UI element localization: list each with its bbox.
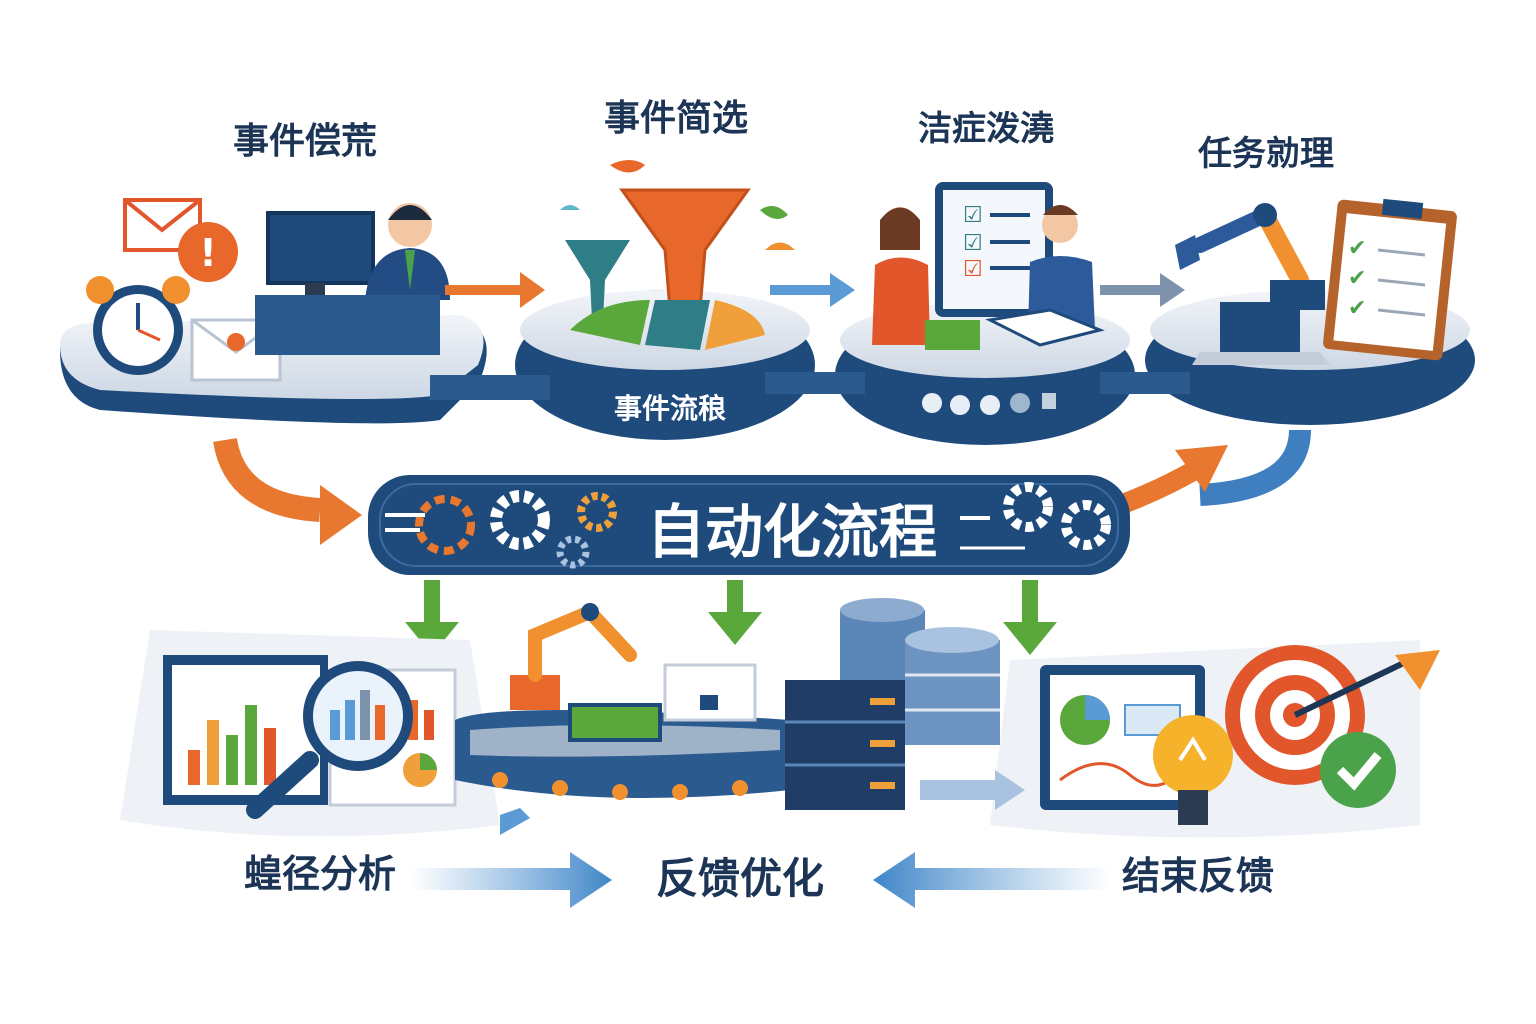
support-agent-icon: [365, 203, 450, 300]
desk: [255, 295, 440, 355]
server-icon: [785, 680, 905, 810]
status-icons: [922, 393, 1056, 415]
gear-icon: [385, 495, 475, 555]
curved-arrow-to-banner: [213, 437, 321, 522]
funnel-output-segments: [570, 300, 765, 350]
svg-text:☑: ☑: [963, 257, 983, 282]
stage-label-event-capture: 事件偿荒: [233, 121, 377, 162]
database-icon: [840, 598, 1000, 745]
arrow-right: [770, 273, 855, 307]
banner-title: 自动化流程: [647, 498, 937, 566]
curved-arrow-return: [1199, 429, 1311, 506]
arrow-right: [445, 272, 545, 308]
down-arrow: [708, 580, 762, 645]
arrow-left: [873, 852, 1110, 908]
arrow-right: [920, 770, 1025, 810]
down-arrow: [405, 580, 459, 655]
svg-text:✔: ✔: [1348, 236, 1366, 261]
arrow-head: [320, 485, 362, 545]
stage-label-task-processing: 任务勍理: [1198, 134, 1334, 174]
down-arrow: [1003, 580, 1057, 655]
open-book-icon: [925, 308, 1105, 350]
arrow-right: [1100, 273, 1185, 307]
arrow-head: [500, 808, 530, 835]
svg-text:✔: ✔: [1348, 296, 1366, 321]
factory-icon: [663, 663, 757, 722]
arrow-head: [1175, 445, 1228, 492]
clipboard-checklist-icon: ✔ ✔ ✔: [1323, 198, 1457, 361]
arrow-right: [410, 852, 612, 908]
alert-icon: !: [178, 222, 238, 282]
curved-arrow-from-banner: [1116, 461, 1200, 515]
svg-text:☑: ☑: [963, 231, 983, 256]
stage-label-review: 洁症泼澆: [918, 109, 1054, 149]
stage-label-monitoring-analysis: 蝗径分析: [244, 852, 396, 896]
svg-text:!: !: [199, 231, 216, 275]
tablet-checklist-icon: ☑ ☑ ☑: [935, 182, 1053, 317]
gear-icon: [490, 490, 617, 569]
checkmark-icon: [1320, 732, 1396, 808]
belt-connector: [430, 375, 550, 400]
stage-label-feedback-optimization: 反馈优化: [656, 854, 824, 903]
bar-chart-icon: [163, 655, 328, 805]
funnel-icon: [560, 160, 795, 320]
stage-label-event-filter: 事件简选: [604, 98, 748, 139]
belt-connector: [765, 372, 865, 394]
alarm-clock-icon: [86, 276, 190, 375]
belt-connector: [1100, 372, 1190, 394]
svg-text:✔: ✔: [1348, 266, 1366, 291]
lightbulb-icon: [1153, 715, 1233, 825]
gear-icon: [960, 482, 1111, 550]
svg-text:☑: ☑: [963, 203, 983, 228]
stage-label-completion-feedback: 结束反馈: [1122, 854, 1274, 898]
robot-arm-icon: [510, 603, 662, 742]
laptop-icon: [1192, 302, 1330, 365]
event-flow-label: 事件流稂: [614, 392, 726, 425]
computer-icon: [266, 211, 375, 308]
central-banner: [368, 475, 1130, 575]
magnifier-icon: [246, 661, 413, 819]
target-icon: [1225, 645, 1440, 785]
